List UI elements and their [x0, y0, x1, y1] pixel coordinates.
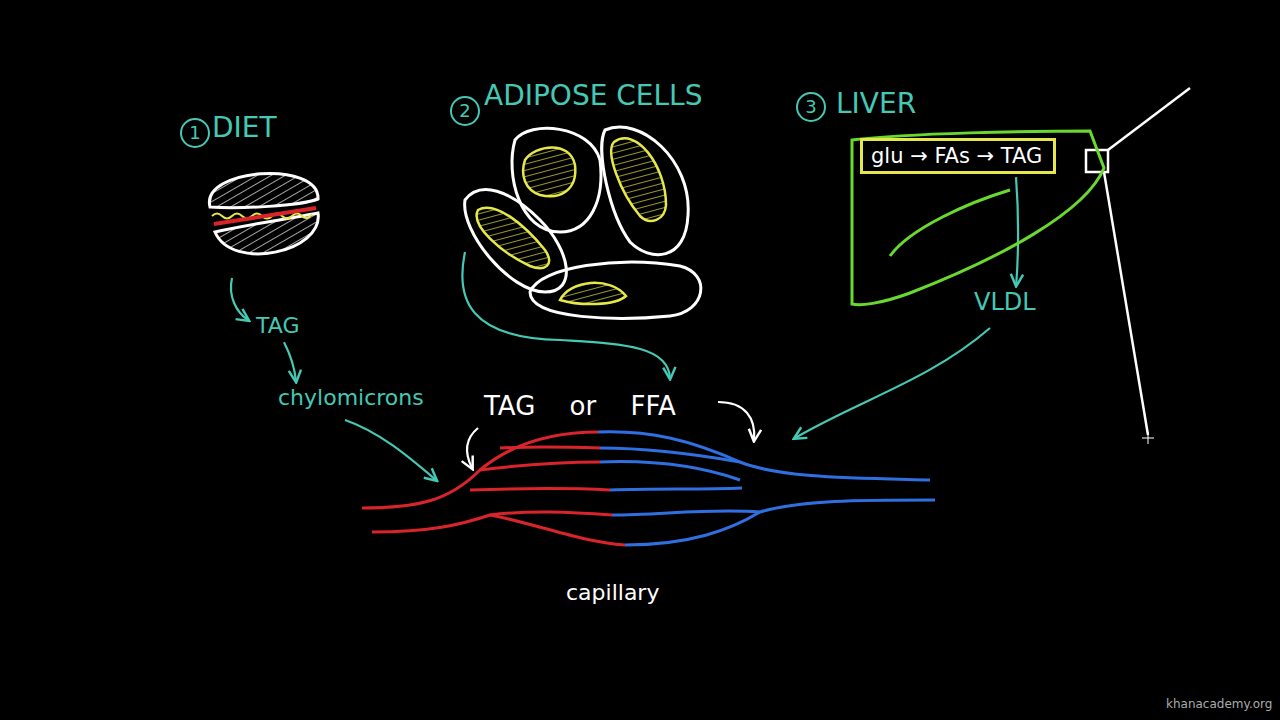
liver-outline: LIVERglu → FAs → TAG	[850, 128, 1108, 300]
callout-number: 1	[180, 118, 210, 148]
node-text: chylomicrons	[278, 385, 424, 410]
part-label: capillary	[566, 580, 659, 605]
section-title: DIET	[212, 112, 277, 144]
adipose-cells	[465, 127, 701, 318]
burger-drawing	[209, 173, 318, 253]
flow-arrow	[284, 342, 296, 381]
text-node: TAG	[254, 312, 304, 339]
liver-outline-path	[852, 131, 1104, 305]
liver-lobe-line	[890, 190, 1010, 256]
section-title: ADIPOSE CELLS	[484, 80, 702, 112]
node-text: VLDL	[974, 289, 1036, 317]
leader-arrows	[231, 252, 990, 480]
burger-patty	[214, 208, 316, 224]
text-node: VLDL	[972, 288, 1040, 318]
magnifier-lines	[1086, 88, 1190, 435]
process-box: glu → FAs → TAG	[860, 138, 1056, 174]
cursor	[1142, 432, 1154, 444]
organ-heading: LIVER	[836, 88, 916, 120]
text-node: chylomicrons	[276, 384, 428, 411]
capillary-drawing	[362, 432, 935, 545]
callout-number: 3	[796, 92, 826, 122]
annotation: TAG or FFA	[484, 392, 676, 422]
callout-number: 2	[450, 96, 480, 126]
node-text: TAG	[256, 313, 299, 338]
node-text: glu → FAs → TAG	[871, 144, 1042, 168]
flow-arrow	[1016, 177, 1018, 285]
watermark: khanacademy.org	[1166, 698, 1272, 712]
